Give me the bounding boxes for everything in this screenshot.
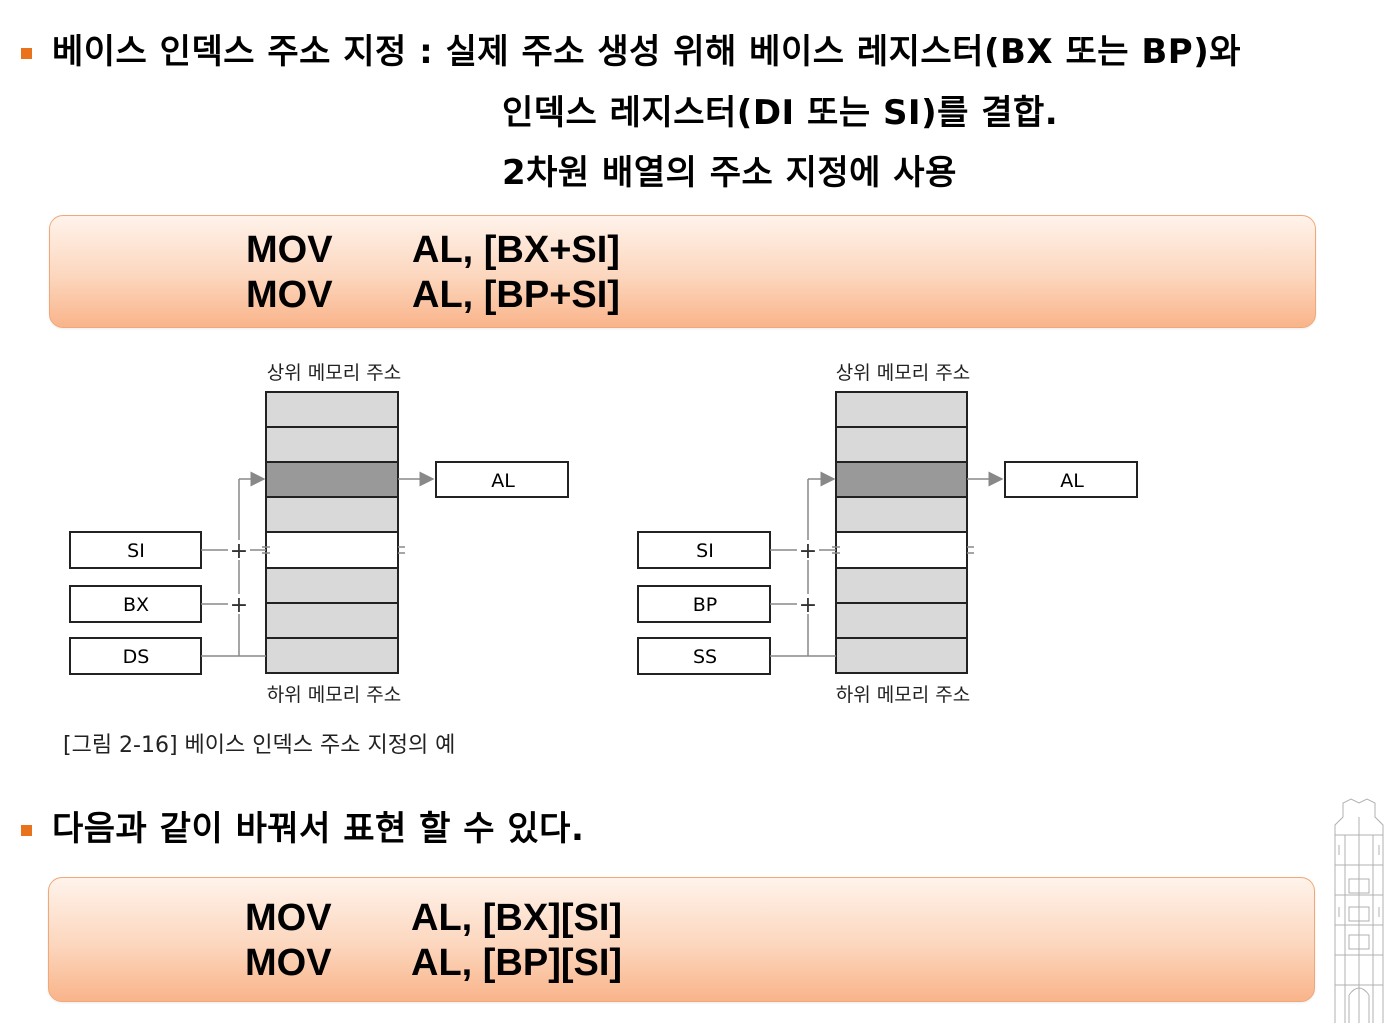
bottom-memory-label: 하위 메모리 주소 xyxy=(267,684,401,706)
plus-sign: + xyxy=(799,539,817,564)
diagram-right: 상위 메모리 주소 하위 메모리 주소 SI BP SS xyxy=(637,362,1138,706)
register-box-ds xyxy=(69,637,202,675)
code-opcode: MOV xyxy=(245,897,332,939)
section1-line3: 2차원 배열의 주소 지정에 사용 xyxy=(502,153,957,193)
al-label: AL xyxy=(1060,470,1084,492)
plus-sign: + xyxy=(230,539,248,564)
code-opcode: MOV xyxy=(246,229,333,271)
plus-sign: + xyxy=(799,593,817,618)
address-diagram: 상위 메모리 주소 하위 메모리 주소 SI BX DS xyxy=(69,362,1138,706)
al-register-box xyxy=(435,461,569,498)
code-operands: AL, [BP][SI] xyxy=(411,942,623,984)
section1-line2: 인덱스 레지스터(DI 또는 SI)를 결합. xyxy=(502,93,1059,133)
base-memory-cell xyxy=(265,531,399,569)
register-label: SI xyxy=(696,540,714,562)
diagram-left: 상위 메모리 주소 하위 메모리 주소 SI BX DS xyxy=(69,362,569,706)
al-label: AL xyxy=(491,470,515,492)
register-box-bx xyxy=(69,585,202,623)
register-label: BX xyxy=(123,594,149,616)
code-opcode: MOV xyxy=(246,274,333,316)
plus-sign: + xyxy=(230,593,248,618)
section2-line1: 다음과 같이 바꿔서 표현 할 수 있다. xyxy=(52,809,585,849)
register-label: SS xyxy=(693,646,717,668)
building-watermark-icon xyxy=(1334,798,1384,1023)
memory-column xyxy=(835,391,968,674)
section1-line1: 베이스 인덱스 주소 지정 : 실제 주소 생성 위해 베이스 레지스터(BX … xyxy=(52,32,1242,72)
register-label: BP xyxy=(693,594,718,616)
code-operands: AL, [BX+SI] xyxy=(412,229,620,271)
figure-caption: [그림 2-16] 베이스 인덱스 주소 지정의 예 xyxy=(63,733,456,758)
memory-column xyxy=(265,391,399,674)
code-operands: AL, [BX][SI] xyxy=(411,897,623,939)
code-operands: AL, [BP+SI] xyxy=(412,274,620,316)
selected-memory-cell xyxy=(835,461,968,498)
register-label: SI xyxy=(127,540,145,562)
code-box-2: MOV AL, [BX][SI] MOV AL, [BP][SI] xyxy=(48,877,1315,1002)
al-register-box xyxy=(1004,461,1138,498)
selected-memory-cell xyxy=(265,461,399,498)
register-box-ss xyxy=(637,637,771,675)
bottom-memory-label: 하위 메모리 주소 xyxy=(836,684,970,706)
code-box-1: MOV AL, [BX+SI] MOV AL, [BP+SI] xyxy=(49,215,1316,328)
register-box-si xyxy=(69,531,202,569)
square-bullet-icon xyxy=(21,825,32,836)
code-opcode: MOV xyxy=(245,942,332,984)
register-label: DS xyxy=(123,646,150,668)
register-box-bp xyxy=(637,585,771,623)
top-memory-label: 상위 메모리 주소 xyxy=(836,362,970,384)
square-bullet-icon xyxy=(21,48,32,59)
base-memory-cell xyxy=(835,531,968,569)
top-memory-label: 상위 메모리 주소 xyxy=(267,362,401,384)
